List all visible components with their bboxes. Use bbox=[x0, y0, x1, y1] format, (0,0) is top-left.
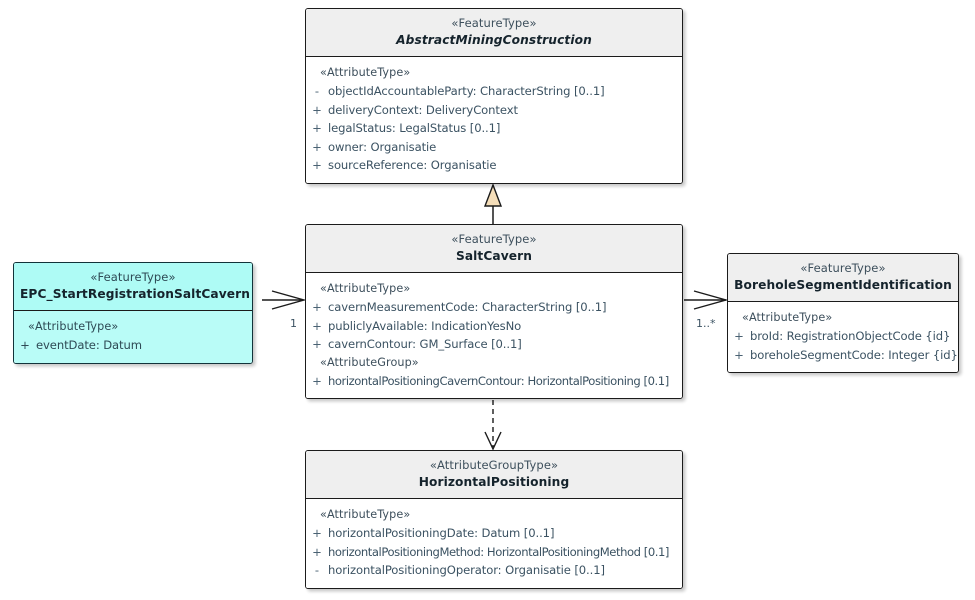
attribute-row: + cavernMeasurementCode: CharacterString… bbox=[306, 298, 682, 317]
compartment-title: «AttributeType» bbox=[320, 66, 411, 79]
attribute-text: horizontalPositioningOperator: Organisat… bbox=[328, 563, 605, 577]
generalization-saltcavern-abstractmining[interactable] bbox=[483, 183, 503, 226]
attribute-row: + broId: RegistrationObjectCode {id} bbox=[728, 327, 958, 346]
attribute-visibility: + bbox=[312, 139, 322, 154]
class-header-horizontal-positioning: «AttributeGroupType» HorizontalPositioni… bbox=[306, 451, 682, 499]
attribute-row: + publiclyAvailable: IndicationYesNo bbox=[306, 317, 682, 336]
generalization-arrowhead bbox=[483, 183, 503, 207]
dependency-saltcavern-horizontalpositioning[interactable] bbox=[484, 400, 502, 451]
compartment-title: «AttributeType» bbox=[28, 320, 119, 333]
association-open-arrowhead-right bbox=[693, 290, 729, 310]
attribute-row: + boreholeSegmentCode: Integer {id} bbox=[728, 346, 958, 365]
class-box-salt-cavern[interactable]: «FeatureType» SaltCavern «AttributeType»… bbox=[305, 224, 683, 399]
class-body-borehole-segment-identification: «AttributeType» + broId: RegistrationObj… bbox=[728, 302, 958, 372]
attribute-row: + horizontalPositioningDate: Datum [0..1… bbox=[306, 524, 682, 543]
dependency-open-arrowhead bbox=[484, 431, 502, 451]
attribute-text: broId: RegistrationObjectCode {id} bbox=[750, 329, 951, 343]
attribute-text: objectIdAccountableParty: CharacterStrin… bbox=[328, 84, 605, 98]
attribute-visibility: + bbox=[312, 318, 322, 333]
class-title: EPC_StartRegistrationSaltCavern bbox=[20, 287, 251, 301]
multiplicity-label-saltcavern-source: 1 bbox=[290, 317, 297, 330]
attribute-text: cavernMeasurementCode: CharacterString [… bbox=[328, 300, 607, 314]
class-stereotype: «AttributeGroupType» bbox=[429, 458, 559, 472]
class-title: SaltCavern bbox=[455, 249, 533, 263]
attribute-visibility: + bbox=[312, 373, 322, 388]
attribute-text: publiclyAvailable: IndicationYesNo bbox=[328, 318, 522, 333]
attribute-row: + eventDate: Datum bbox=[14, 336, 252, 355]
association-epc-saltcavern[interactable] bbox=[262, 290, 307, 310]
class-stereotype: «FeatureType» bbox=[451, 232, 537, 246]
attribute-text: cavernContour: GM_Surface [0..1] bbox=[328, 337, 522, 351]
multiplicity-label-borehole-target: 1..* bbox=[696, 317, 716, 330]
attribute-visibility: + bbox=[312, 102, 322, 117]
class-box-borehole-segment-identification[interactable]: «FeatureType» BoreholeSegmentIdentificat… bbox=[727, 253, 959, 373]
attribute-visibility: + bbox=[734, 347, 744, 362]
attribute-row: - objectIdAccountableParty: CharacterStr… bbox=[306, 82, 682, 101]
class-header-salt-cavern: «FeatureType» SaltCavern bbox=[306, 225, 682, 273]
attribute-text: owner: Organisatie bbox=[328, 139, 437, 154]
class-title: BoreholeSegmentIdentification bbox=[734, 278, 952, 292]
attribute-visibility: - bbox=[314, 563, 320, 577]
attribute-text: horizontalPositioningMethod: HorizontalP… bbox=[328, 544, 669, 559]
class-box-horizontal-positioning[interactable]: «AttributeGroupType» HorizontalPositioni… bbox=[305, 450, 683, 589]
attribute-visibility: - bbox=[314, 84, 320, 98]
compartment-title: «AttributeGroup» bbox=[320, 355, 419, 369]
attribute-row: + cavernContour: GM_Surface [0..1] bbox=[306, 335, 682, 354]
class-header-abstract-mining-construction: «FeatureType» AbstractMiningConstruction bbox=[306, 9, 682, 57]
compartment-title: «AttributeType» bbox=[742, 311, 833, 324]
association-open-arrowhead-left bbox=[271, 290, 307, 310]
class-header-borehole-segment-identification: «FeatureType» BoreholeSegmentIdentificat… bbox=[728, 254, 958, 302]
compartment-title: «AttributeType» bbox=[320, 282, 411, 295]
class-stereotype: «FeatureType» bbox=[800, 261, 886, 275]
attribute-row: + sourceReference: Organisatie bbox=[306, 156, 682, 175]
class-box-abstract-mining-construction[interactable]: «FeatureType» AbstractMiningConstruction… bbox=[305, 8, 683, 184]
association-saltcavern-borehole[interactable] bbox=[684, 290, 729, 310]
attribute-text: horizontalPositioningCavernContour: Hori… bbox=[328, 373, 669, 388]
attribute-row: + legalStatus: LegalStatus [0..1] bbox=[306, 119, 682, 138]
attribute-visibility: + bbox=[312, 544, 322, 559]
attribute-visibility: + bbox=[312, 121, 322, 135]
attribute-text: eventDate: Datum bbox=[36, 338, 142, 352]
compartment-title: «AttributeType» bbox=[320, 508, 411, 521]
attribute-row: + horizontalPositioningMethod: Horizonta… bbox=[306, 543, 682, 562]
class-body-salt-cavern: «AttributeType» + cavernMeasurementCode:… bbox=[306, 273, 682, 398]
class-body-epc-start-registration-salt-cavern: «AttributeType» + eventDate: Datum bbox=[14, 311, 252, 363]
class-header-epc-start-registration-salt-cavern: «FeatureType» EPC_StartRegistrationSaltC… bbox=[14, 263, 252, 311]
attribute-visibility: + bbox=[312, 526, 322, 540]
attribute-text: horizontalPositioningDate: Datum [0..1] bbox=[328, 526, 555, 540]
attribute-visibility: + bbox=[312, 337, 322, 351]
attribute-text: deliveryContext: DeliveryContext bbox=[328, 102, 518, 117]
class-title: HorizontalPositioning bbox=[418, 475, 570, 489]
attribute-visibility: + bbox=[20, 338, 30, 352]
class-body-horizontal-positioning: «AttributeType» + horizontalPositioningD… bbox=[306, 499, 682, 588]
class-title: AbstractMiningConstruction bbox=[396, 33, 592, 47]
class-stereotype: «FeatureType» bbox=[90, 270, 176, 284]
attribute-text: legalStatus: LegalStatus [0..1] bbox=[328, 121, 501, 135]
class-box-epc-start-registration-salt-cavern[interactable]: «FeatureType» EPC_StartRegistrationSaltC… bbox=[13, 262, 253, 364]
attribute-row: + deliveryContext: DeliveryContext bbox=[306, 101, 682, 120]
attribute-row: + owner: Organisatie bbox=[306, 138, 682, 157]
attribute-row: + horizontalPositioningCavernContour: Ho… bbox=[306, 372, 682, 391]
class-stereotype: «FeatureType» bbox=[451, 16, 537, 30]
attribute-row: - horizontalPositioningOperator: Organis… bbox=[306, 561, 682, 580]
attribute-visibility: + bbox=[734, 329, 744, 343]
attribute-text: boreholeSegmentCode: Integer {id} bbox=[750, 347, 958, 362]
attribute-text: sourceReference: Organisatie bbox=[328, 158, 497, 172]
attribute-visibility: + bbox=[312, 158, 322, 172]
attribute-visibility: + bbox=[312, 300, 322, 314]
class-body-abstract-mining-construction: «AttributeType» - objectIdAccountablePar… bbox=[306, 57, 682, 183]
